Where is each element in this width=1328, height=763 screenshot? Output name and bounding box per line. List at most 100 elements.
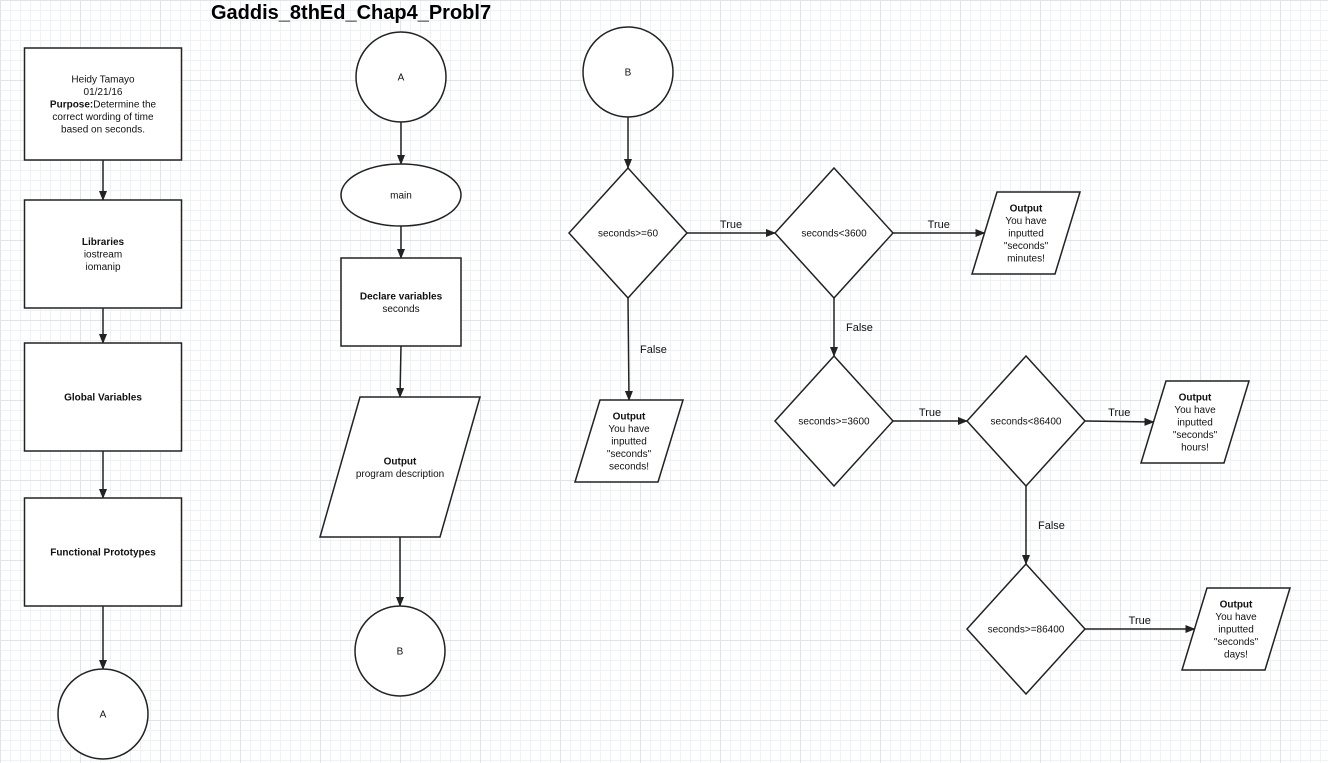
diamond-shape (965, 562, 1087, 696)
node-label-text: inputted (611, 437, 647, 448)
edge-d86400-to-out-hours (1084, 417, 1155, 426)
node-label-text: seconds>=86400 (988, 625, 1065, 636)
node-label: iomanip (85, 262, 120, 273)
node-label-bold: Output (1220, 600, 1253, 611)
node-label: seconds<3600 (801, 229, 867, 240)
node-label-text: based on seconds. (61, 125, 145, 136)
node-d3600b: seconds>=3600 (773, 354, 895, 488)
node-declare: Declare variables seconds (340, 257, 462, 347)
node-label: "seconds" (607, 449, 652, 460)
node-label-text: inputted (1177, 418, 1213, 429)
node-label: A (398, 73, 405, 84)
edge-label-false: False (846, 322, 873, 334)
node-conn-b-2: B (582, 26, 674, 118)
node-label: Output (384, 456, 417, 467)
node-label-bold: Functional Prototypes (50, 548, 156, 559)
diamond-shape (965, 354, 1087, 488)
node-conn-a-2: A (355, 31, 447, 123)
circle-shape (354, 605, 446, 697)
node-label-text: seconds>=3600 (798, 417, 870, 428)
node-label: Output (1010, 204, 1043, 215)
node-label: Global Variables (64, 393, 142, 404)
node-label-text: You have (1174, 405, 1216, 416)
node-label-text: correct wording of time (52, 112, 154, 123)
node-globals: Global Variables (23, 342, 183, 452)
node-label: Output (1179, 393, 1212, 404)
diamond-shape (567, 166, 689, 300)
node-label-text: A (100, 710, 107, 721)
circle-shape (57, 668, 149, 760)
node-label-text: days! (1224, 650, 1248, 661)
node-label-text: Heidy Tamayo (71, 75, 135, 86)
diamond-shape (773, 166, 895, 300)
node-label: inputted (611, 437, 647, 448)
rect-shape (23, 497, 183, 607)
edge-declare-to-out-desc (396, 345, 405, 398)
node-label-bold: Output (1010, 204, 1043, 215)
node-label-text: minutes! (1007, 254, 1045, 265)
parallelogram-shape (1180, 587, 1292, 671)
edge-label-true: True (1129, 615, 1151, 627)
node-label: seconds>=60 (598, 229, 658, 240)
node-prototypes: Functional Prototypes (23, 497, 183, 607)
node-label-text: B (625, 68, 632, 79)
node-label: Output (1220, 600, 1253, 611)
node-label-bold: Output (1179, 393, 1212, 404)
node-label: days! (1224, 650, 1248, 661)
node-out-desc: Output program description (319, 396, 481, 538)
node-label: Declare variables (360, 291, 443, 302)
node-label-text: You have (1215, 612, 1257, 623)
node-label-text: inputted (1008, 229, 1044, 240)
node-label: B (625, 68, 632, 79)
node-label-text: Determine the (93, 100, 156, 111)
rect-shape (23, 47, 183, 161)
node-label: Libraries (82, 237, 125, 248)
node-label-text: "seconds" (1004, 241, 1049, 252)
node-label: minutes! (1007, 254, 1045, 265)
node-label: seconds>=86400 (988, 625, 1065, 636)
parallelogram-shape (1139, 380, 1251, 464)
circle-shape (582, 26, 674, 118)
node-label: A (100, 710, 107, 721)
node-label: seconds>=3600 (798, 417, 870, 428)
node-label-text: main (390, 191, 412, 202)
node-label: seconds! (609, 462, 649, 473)
parallelogram-shape (319, 396, 481, 538)
node-label: inputted (1218, 625, 1254, 636)
node-label: program description (356, 469, 444, 480)
node-label-bold: Declare variables (360, 291, 443, 302)
node-label-text: seconds! (609, 462, 649, 473)
node-main: main (340, 163, 462, 227)
node-label-text: program description (356, 469, 444, 480)
node-label: based on seconds. (61, 125, 145, 136)
node-label: Functional Prototypes (50, 548, 156, 559)
node-label-bold: Output (613, 412, 646, 423)
node-label: main (390, 191, 412, 202)
node-label-text: seconds (382, 304, 419, 315)
edge-label-true: True (928, 219, 950, 231)
node-label: seconds (382, 304, 419, 315)
node-label-text: seconds>=60 (598, 229, 658, 240)
node-label: "seconds" (1214, 637, 1259, 648)
node-label: You have (1174, 405, 1216, 416)
node-label-bold: Output (384, 456, 417, 467)
diamond-shape (773, 354, 895, 488)
node-label: Purpose:Determine the (50, 100, 157, 111)
node-label: 01/21/16 (84, 87, 123, 98)
node-label-text: 01/21/16 (84, 87, 123, 98)
node-label-text: iostream (84, 250, 122, 261)
node-label: seconds<86400 (991, 417, 1062, 428)
node-label-text: "seconds" (607, 449, 652, 460)
node-label-text: You have (1005, 216, 1047, 227)
edge-label-true: True (919, 407, 941, 419)
node-label: You have (1005, 216, 1047, 227)
node-label: inputted (1177, 418, 1213, 429)
node-label: hours! (1181, 443, 1209, 454)
ellipse-shape (340, 163, 462, 227)
